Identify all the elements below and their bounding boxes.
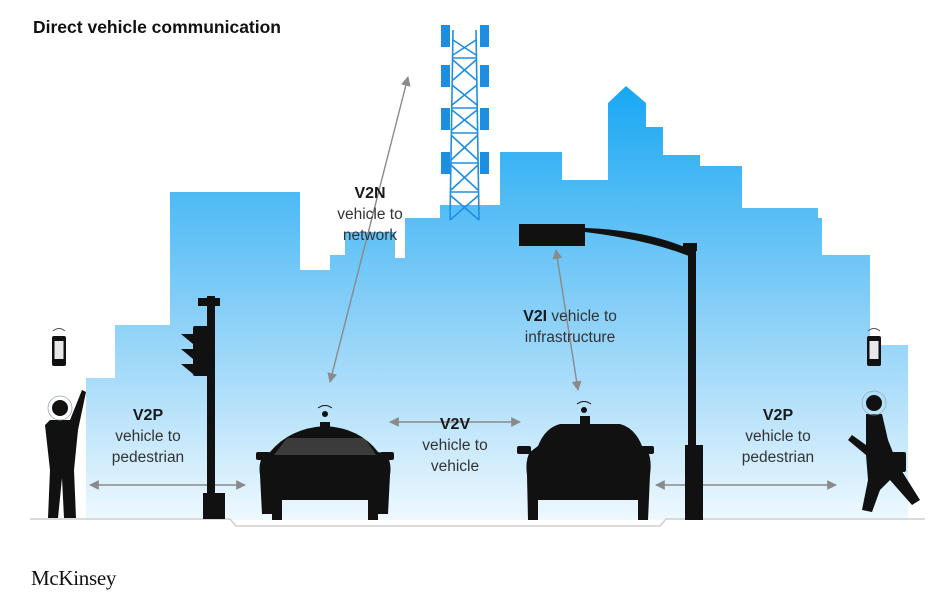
- v2i-code: V2I: [523, 308, 548, 325]
- smartphone-icon: [52, 328, 66, 366]
- signal-ring: [861, 390, 887, 416]
- v2n-code: V2N: [354, 185, 386, 202]
- ground-line: [30, 518, 925, 527]
- v2n-arrow: [327, 76, 411, 383]
- mckinsey-logo: McKinsey: [31, 566, 117, 590]
- v2n-label: V2N vehicle to network: [320, 183, 420, 246]
- v2p-left-code: V2P: [132, 407, 164, 424]
- pedestrian-icon: [45, 390, 86, 518]
- smartphone-icon: [867, 328, 881, 366]
- car-icon: [256, 405, 394, 520]
- v2p-right-label: V2P vehicle to pedestrian: [728, 405, 828, 468]
- v2v-label: V2V vehicle to vehicle: [405, 414, 505, 477]
- v2p-right-line1: vehicle to: [745, 428, 811, 445]
- v2i-arrow: [552, 249, 582, 391]
- city-skyline: [86, 86, 908, 520]
- v2i-line1: vehicle to: [551, 308, 617, 325]
- car-icon: [517, 401, 654, 520]
- streetlight-icon: [519, 224, 703, 520]
- pedestrian-icon: [848, 395, 920, 512]
- v2i-line2: infrastructure: [524, 329, 616, 346]
- v2p-right-line2: pedestrian: [741, 449, 815, 466]
- traffic-light-icon: [181, 296, 225, 519]
- v2p-left-line1: vehicle to: [115, 428, 181, 445]
- v2v-line2: vehicle: [430, 458, 480, 475]
- v2v-line1: vehicle to: [422, 437, 488, 454]
- v2p-right-code: V2P: [762, 407, 794, 424]
- v2i-label: V2I vehicle to infrastructure: [505, 306, 635, 348]
- v2p-left-line2: pedestrian: [111, 449, 185, 466]
- v2v-code: V2V: [439, 416, 471, 433]
- v2p-left-label: V2P vehicle to pedestrian: [98, 405, 198, 468]
- v2n-line2: network: [342, 227, 398, 244]
- v2n-line1: vehicle to: [337, 206, 403, 223]
- page-title: Direct vehicle communication: [33, 17, 281, 37]
- tower-antennas: [441, 25, 489, 174]
- signal-ring: [47, 395, 73, 421]
- cell-tower-icon: [449, 29, 480, 221]
